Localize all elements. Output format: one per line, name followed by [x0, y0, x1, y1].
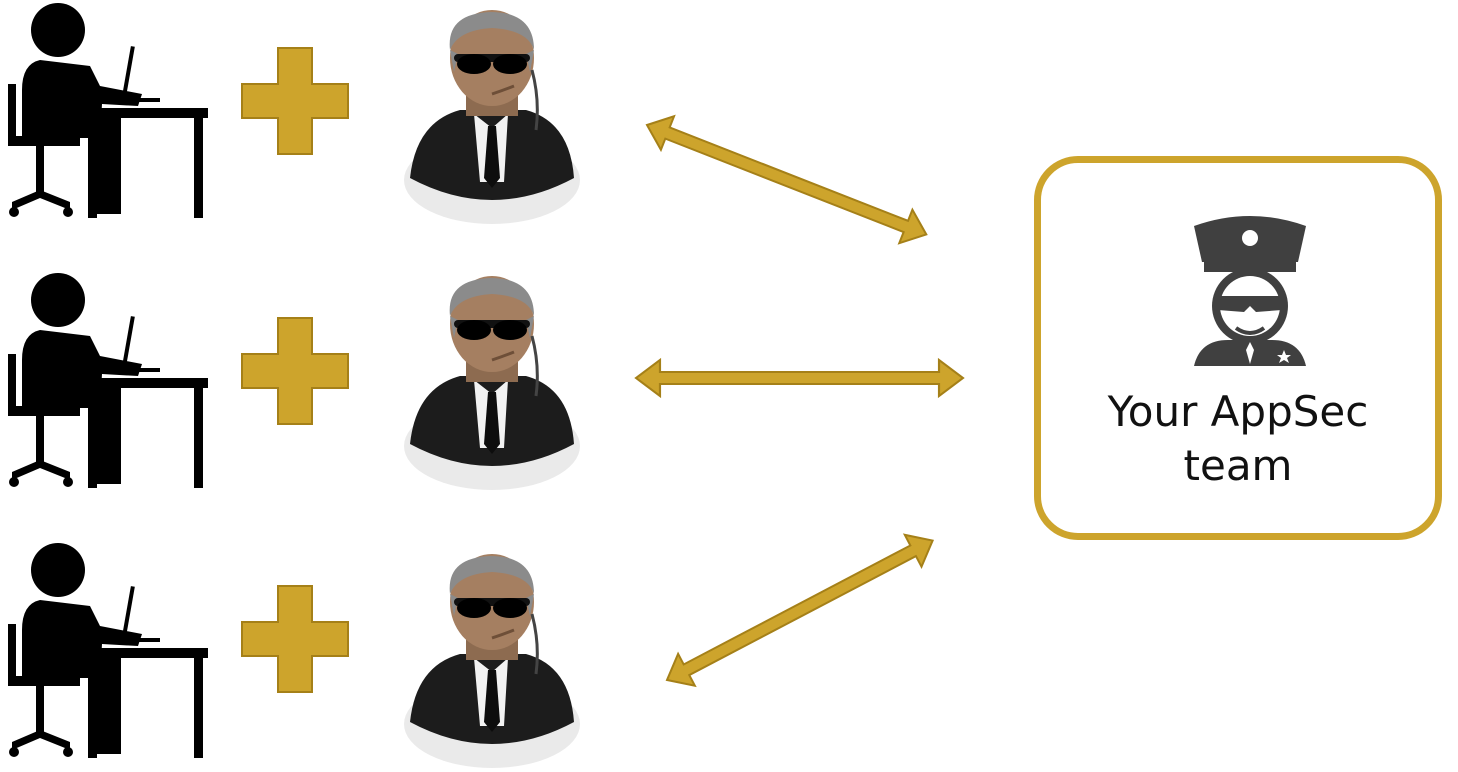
- security-agent-icon: [402, 274, 582, 492]
- appsec-team-label-line2: team: [1183, 441, 1293, 490]
- double-headed-arrow-icon: [639, 107, 934, 253]
- plus-icon: [241, 585, 349, 693]
- double-headed-arrow-icon: [634, 358, 965, 398]
- security-agent-icon: [402, 552, 582, 770]
- developer-at-desk-icon: [8, 3, 208, 218]
- plus-icon: [241, 47, 349, 155]
- developer-at-desk-icon: [8, 543, 208, 758]
- row-2: [8, 273, 582, 492]
- security-agent-icon: [402, 8, 582, 226]
- appsec-team-label-line1: Your AppSec: [1107, 387, 1369, 436]
- developer-at-desk-icon: [8, 273, 208, 488]
- double-headed-arrow-icon: [657, 523, 942, 697]
- row-1: [8, 3, 582, 226]
- appsec-team-label: Your AppSec team: [1034, 385, 1442, 493]
- row-3: [8, 543, 582, 770]
- plus-icon: [241, 317, 349, 425]
